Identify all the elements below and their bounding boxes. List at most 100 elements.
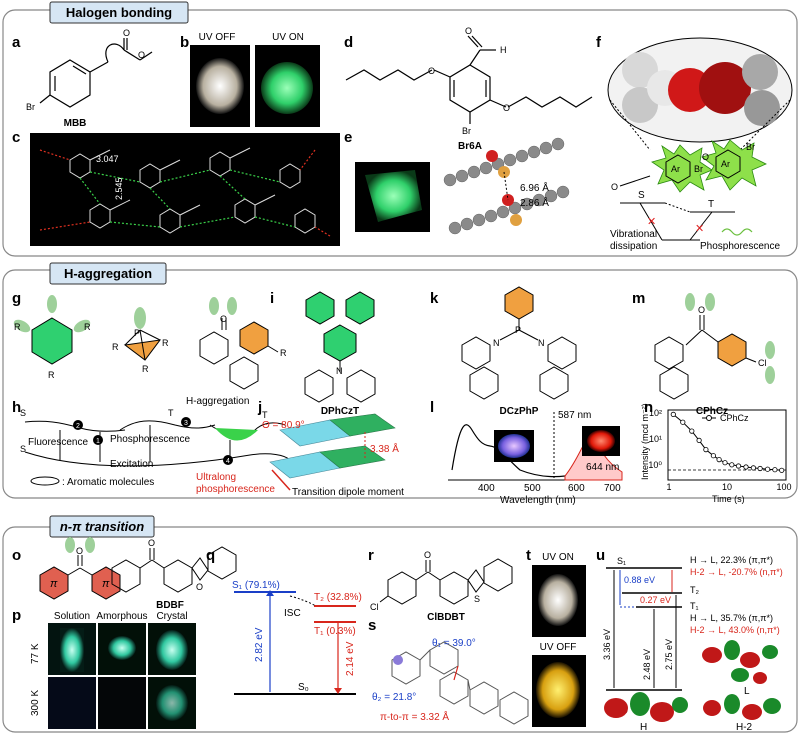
cphcz-cl-lone-pair-1 <box>765 341 775 359</box>
stack-distance-label: 3.38 Å <box>370 442 399 455</box>
u-energy-336: 3.36 eV <box>602 629 612 660</box>
decay-xtick-10: 10 <box>722 482 732 492</box>
uv-on-crystals <box>261 62 313 114</box>
decay-point <box>779 467 785 473</box>
ar-ring-left <box>665 154 691 184</box>
section-title-box-halogen <box>49 1 189 24</box>
q-T2-label: T₂ (32.8%) <box>314 592 362 603</box>
panel-label-q: q <box>206 547 215 564</box>
clbdbt-structure <box>379 558 513 605</box>
glow-crystal-300k <box>156 685 188 721</box>
blocked-mark-1: ✕ <box>647 216 656 228</box>
contact-distance-1: 3.047 <box>96 154 119 164</box>
bdbf-o-ring: O <box>196 582 203 592</box>
step-marker-1 <box>93 435 103 445</box>
h-state-T1-star: T <box>262 410 268 420</box>
spectrum-chart <box>448 412 623 481</box>
step-num-4: 4 <box>226 458 230 465</box>
u-energy-248: 2.48 eV <box>642 649 652 680</box>
panel-label-k: k <box>430 290 439 307</box>
section-frame-haggregation <box>2 269 798 499</box>
energy-diagram-q <box>234 590 356 695</box>
mbb-o-carbonyl: O <box>123 28 130 38</box>
excitation-label: Excitation <box>110 459 153 470</box>
cphcz-cl-lone-pair-2 <box>765 366 775 384</box>
panel-label-m: m <box>632 290 645 307</box>
orbital-H2 <box>703 694 781 720</box>
u-transition-1a: H → L, 22.3% (π,π*) <box>690 555 773 565</box>
panel-label-o: o <box>12 547 21 564</box>
decay-point <box>696 437 702 443</box>
ar-label-right: Ar <box>721 159 730 169</box>
dphczt-stack-model <box>269 413 396 479</box>
t-uv-on-crystals <box>538 574 578 626</box>
pi-pi-label: π-to-π = 3.32 Å <box>380 710 449 723</box>
br6a-o-2: O <box>503 103 510 113</box>
decay-point <box>735 463 742 469</box>
decay-point <box>703 446 709 453</box>
space-filling-atoms <box>622 52 780 126</box>
decay-point <box>764 466 771 472</box>
theta-label: Θ = 80.9° <box>262 420 305 431</box>
jablonski-f <box>620 202 735 241</box>
dczphp-structure <box>461 286 577 400</box>
br6a-h: H <box>500 45 507 55</box>
state-T-f: T <box>708 199 714 210</box>
cphcz-cl: Cl <box>758 358 767 368</box>
h-aggregation-label: H-aggregation <box>186 396 249 407</box>
aromatic-molecule-icon <box>30 476 60 486</box>
q-isc-label: ISC <box>284 608 301 619</box>
section-frame-npi <box>2 526 798 733</box>
decay-point <box>757 465 763 472</box>
o-label-f: O <box>702 152 709 162</box>
aromatic-legend: : Aromatic molecules <box>62 477 154 488</box>
clbdbt-s: S <box>474 594 480 604</box>
t-uv-on-label: UV ON <box>542 552 574 563</box>
triazine-r1-right: R <box>84 322 91 332</box>
phosphine-r2: R <box>142 364 149 374</box>
decay-point <box>680 419 686 425</box>
star-burst-right <box>701 139 767 191</box>
pi-label-left: π <box>50 578 58 590</box>
lone-pair-o-1 <box>209 297 219 315</box>
clbdbt-label: ClBDBT <box>427 612 465 623</box>
stack-distance-1: 6.96 Å <box>520 181 549 194</box>
triazine-structure <box>13 295 91 365</box>
step-marker-2 <box>73 420 83 430</box>
stack-distance-2: 2.86 Å <box>520 196 549 209</box>
panel-label-u: u <box>596 547 605 564</box>
pi-label-right: π <box>102 578 110 590</box>
dczphp-n-left: N <box>493 338 500 348</box>
decay-ytick-100: 10² <box>649 408 662 418</box>
br6a-stack-model <box>443 137 570 235</box>
h-state-S0: S <box>20 444 26 454</box>
bdbf-label: BDBF <box>156 600 184 611</box>
benzoyl-r: R <box>280 348 287 358</box>
carbonyl-o-g: O <box>220 314 227 324</box>
state-S-f: S <box>638 190 645 201</box>
ar-ring-right <box>715 149 741 179</box>
orbital-L <box>702 640 778 684</box>
panel-label-l: l <box>430 399 434 416</box>
u-orbital-H2-label: H-2 <box>736 722 753 733</box>
decay-point <box>716 456 722 463</box>
q-S1-label: S₁ (79.1%) <box>232 580 280 591</box>
carbazole-benzoyl-structure <box>199 318 279 390</box>
panel-label-h: h <box>12 399 21 416</box>
u-orbital-L-label: L <box>744 686 750 697</box>
panel-label-c: c <box>12 129 20 146</box>
panel-label-f: f <box>596 34 602 51</box>
theta2-label: θ₂ = 21.8° <box>372 692 416 703</box>
phosphorus-label: P <box>134 328 140 338</box>
step-num-2: 2 <box>76 423 80 430</box>
peak-644-label: 644 nm <box>586 462 619 473</box>
t-uv-off-label: UV OFF <box>540 642 577 653</box>
phosphine-r1-right: R <box>162 338 169 348</box>
mbb-br: Br <box>26 102 35 112</box>
h-state-S1: S <box>20 408 26 418</box>
dczphp-n-right: N <box>538 338 545 348</box>
step-marker-4 <box>223 455 233 465</box>
phosphine-r1-left: R <box>112 342 119 352</box>
ultralong-label-2: phosphorescence <box>196 484 275 495</box>
phosphorescence-label-f: Phosphorescence <box>700 241 780 252</box>
